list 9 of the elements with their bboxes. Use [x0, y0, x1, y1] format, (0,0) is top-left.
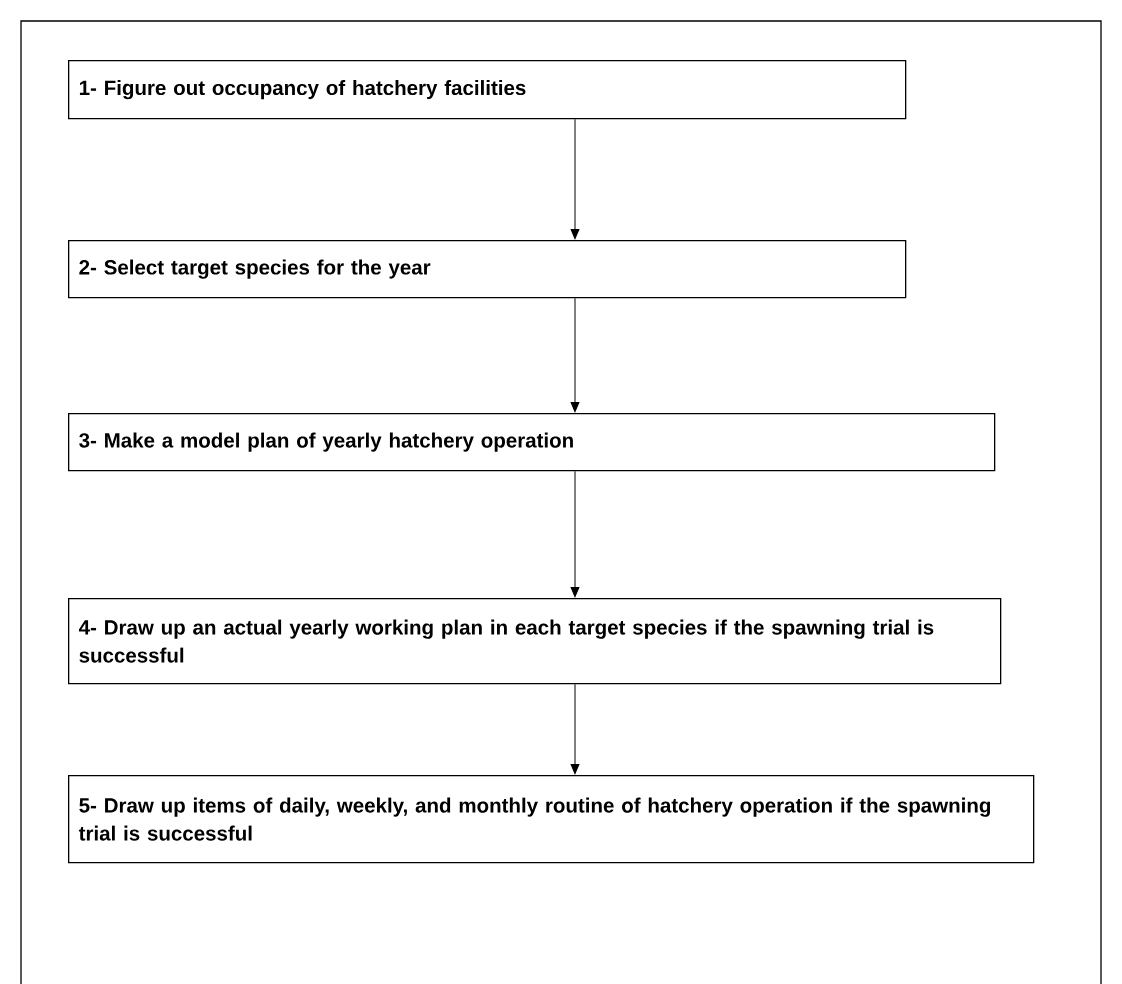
process-box: 5- Draw up items of daily, weekly, and monthly routine of hatchery operation if the spawning trial is successful — [68, 775, 1035, 864]
arrow — [570, 470, 580, 598]
process-box: 3- Make a model plan of yearly hatchery operation — [68, 413, 996, 472]
process-box: 4- Draw up an actual yearly working plan in each target species if the spawning trial is successful — [68, 598, 1002, 685]
arrow — [570, 297, 580, 413]
arrow — [570, 683, 580, 775]
arrow — [570, 118, 580, 240]
process-box: 1- Figure out occupancy of hatchery facilities — [68, 60, 907, 120]
process-box: 2- Select target species for the year — [68, 240, 907, 299]
